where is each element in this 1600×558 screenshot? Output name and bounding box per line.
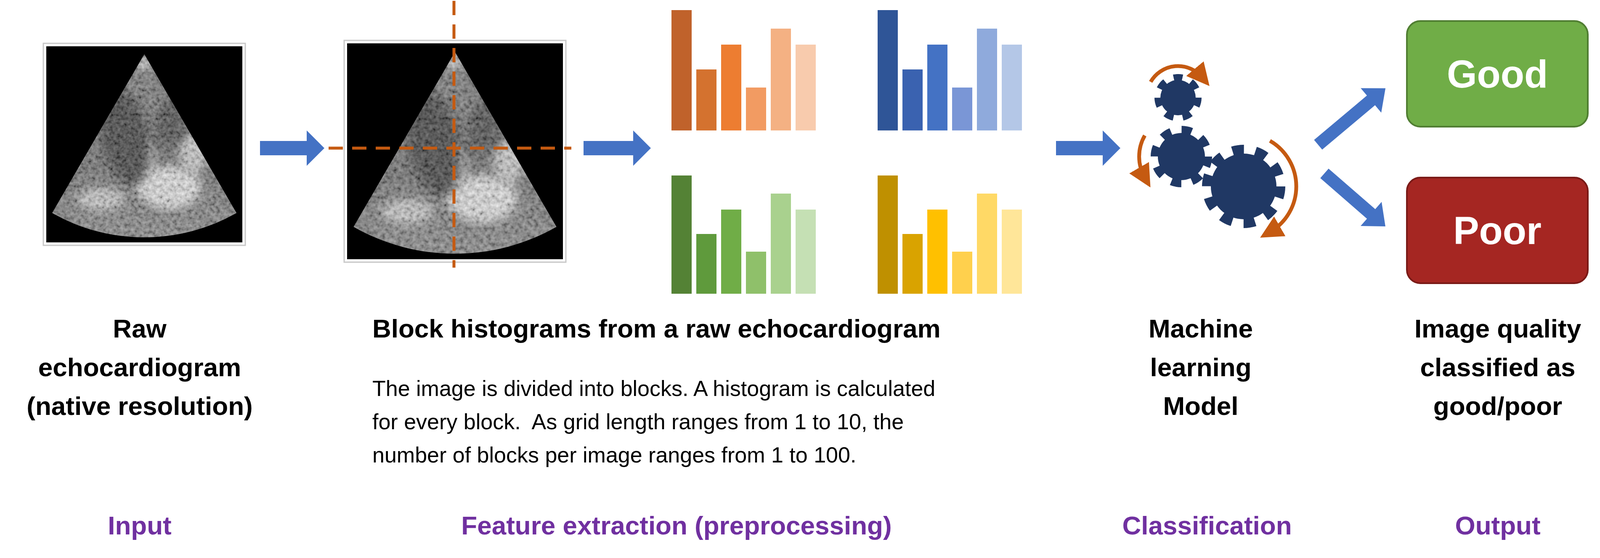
block-arrow <box>1308 76 1396 158</box>
histogram-bar <box>745 87 767 131</box>
description-note: The image is divided into blocks. A hist… <box>372 371 962 472</box>
raw-echo-image <box>43 43 246 246</box>
histogram-bar <box>902 69 923 131</box>
stage-name: Input <box>107 506 172 545</box>
gears-icon <box>1139 66 1297 232</box>
histogram-bar <box>696 233 717 294</box>
stage-caption: Raw echocardiogram (native resolution) <box>17 309 262 426</box>
histogram-bar <box>795 44 816 131</box>
rotation-arrow <box>1139 135 1145 178</box>
histogram-bar <box>671 10 692 131</box>
grid-line <box>328 146 572 150</box>
histogram-bar <box>952 251 973 294</box>
histogram-bar <box>877 175 898 294</box>
block-arrow <box>260 130 325 166</box>
histogram-bar <box>976 28 998 131</box>
histogram-bar <box>902 233 923 294</box>
histogram-bar <box>795 209 816 294</box>
image-frame <box>43 43 246 246</box>
histogram-bar <box>952 87 973 131</box>
gear-body <box>1157 132 1205 181</box>
histogram-bar <box>770 28 791 131</box>
result-box: Poor <box>1406 176 1589 284</box>
gear <box>1157 77 1199 118</box>
histogram <box>877 10 1022 131</box>
rotation-arrow <box>1270 140 1297 233</box>
histogram <box>877 175 1022 294</box>
echo-picture <box>46 46 243 243</box>
result-box: Good <box>1406 20 1589 128</box>
histogram-bar <box>721 209 742 294</box>
histogram-bar <box>1001 209 1022 294</box>
histogram <box>671 175 816 294</box>
histogram-bar <box>770 193 791 294</box>
gridded-echo-image <box>328 0 572 268</box>
box-label: Good <box>1446 50 1548 98</box>
gear-teeth <box>1154 130 1208 184</box>
stage-name: Classification <box>1122 506 1292 545</box>
histogram-bar <box>877 10 898 131</box>
histogram-bar <box>976 193 998 294</box>
histogram-bar <box>927 44 948 131</box>
grid-line <box>452 0 456 268</box>
histogram <box>671 10 816 131</box>
stage-name: Output <box>1454 506 1541 545</box>
block-arrow <box>1056 130 1121 166</box>
stage-caption: Image quality classified as good/poor <box>1405 309 1591 426</box>
gear <box>1207 150 1280 223</box>
box-label: Poor <box>1453 207 1542 254</box>
histogram-bar <box>696 69 717 131</box>
gear <box>1154 130 1208 184</box>
histogram-bar <box>721 44 742 131</box>
histogram-bar <box>745 251 767 294</box>
histogram-bar <box>671 175 692 294</box>
stage-caption: Machine learning Model <box>1131 309 1271 426</box>
section-heading: Block histograms from a raw echocardiogr… <box>372 309 941 348</box>
block-arrow <box>1313 161 1396 239</box>
histogram-bar <box>1001 44 1022 131</box>
block-arrow <box>583 130 651 166</box>
histogram-bar <box>927 209 948 294</box>
gear-teeth <box>1157 77 1199 118</box>
gear-teeth <box>1207 150 1280 223</box>
stage-name: Feature extraction (preprocessing) <box>461 506 892 545</box>
rotation-arrow <box>1150 66 1203 83</box>
